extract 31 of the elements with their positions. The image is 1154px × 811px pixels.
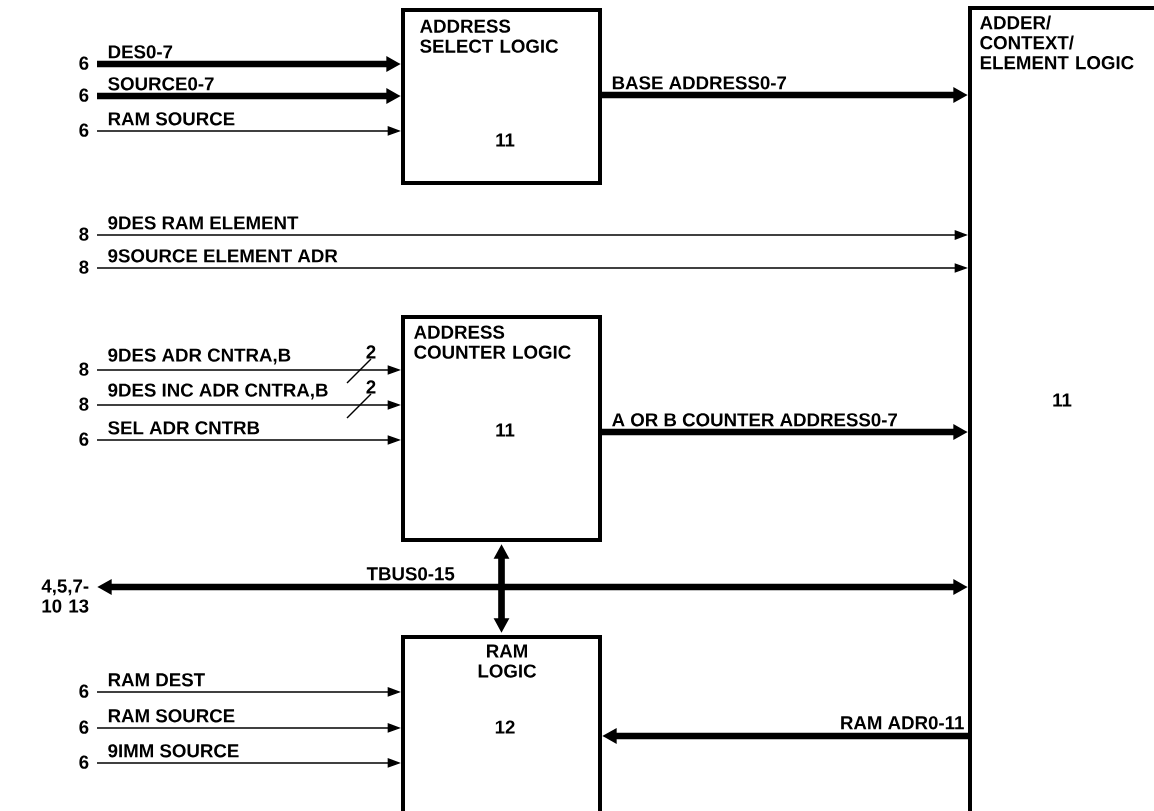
signal-label: SEL ADR CNTRB	[108, 421, 260, 435]
sheet-reference: 6	[79, 88, 89, 102]
logic-block: RAM LOGIC 12	[401, 635, 602, 811]
logic-block: ADDRESS COUNTER LOGIC 11	[401, 315, 602, 542]
signal-label: A OR B COUNTER ADDRESS0-7	[612, 413, 897, 427]
sheet-reference: 6	[79, 755, 89, 769]
signal-label: BASE ADDRESS0-7	[612, 76, 787, 90]
sheet-reference: 6	[79, 56, 89, 70]
signal-label: 9DES ADR CNTRA,B	[108, 348, 291, 365]
sheet-reference: 6	[79, 123, 89, 137]
sheet-reference: 6	[79, 720, 89, 734]
sheet-reference: 6	[79, 684, 89, 698]
logic-block: ADDER/ CONTEXT/ ELEMENT LOGIC 11	[968, 6, 1154, 811]
sheet-reference: 6	[79, 432, 89, 446]
signal-label: SOURCE0-7	[108, 77, 214, 91]
sheet-reference: 8	[79, 227, 89, 241]
sheet-reference: 8	[79, 397, 89, 411]
signal-label: 9IMM SOURCE	[108, 744, 239, 758]
signal-label: TBUS0-15	[366, 567, 455, 581]
signal-label: 9DES RAM ELEMENT	[108, 216, 299, 230]
signal-label: RAM SOURCE	[108, 112, 235, 126]
sheet-reference: 4,5,7-10 13	[41, 579, 89, 613]
logic-block: ADDRESS SELECT LOGIC 11	[401, 8, 602, 185]
signal-label: RAM DEST	[108, 673, 205, 687]
sheet-reference: 8	[79, 260, 89, 274]
signal-label: 9SOURCE ELEMENT ADR	[108, 249, 338, 263]
signal-label: DES0-7	[108, 45, 173, 59]
signal-label: RAM SOURCE	[108, 709, 235, 723]
signal-label: 9DES INC ADR CNTRA,B	[108, 383, 328, 400]
signal-label: RAM ADR0-11	[841, 716, 964, 730]
sheet-reference: 8	[79, 362, 89, 376]
